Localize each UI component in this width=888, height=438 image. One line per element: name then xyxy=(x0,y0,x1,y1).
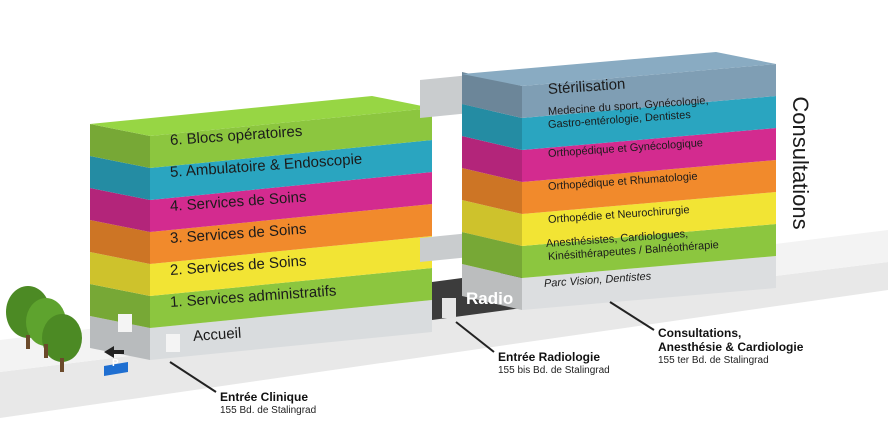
right-floor-2 xyxy=(522,192,776,246)
left-floor-4 xyxy=(150,172,432,232)
left-floor-1 xyxy=(150,268,432,328)
right-floor-3 xyxy=(522,160,776,214)
right-floor-side-3 xyxy=(462,168,522,214)
entry-radio-address: 155 bis Bd. de Stalingrad xyxy=(498,365,610,376)
parking-sign xyxy=(104,346,128,376)
left-floor-side-1 xyxy=(90,284,150,328)
parking-label: P xyxy=(112,358,119,369)
door-0 xyxy=(166,334,180,352)
right-floor-label-6: Stérilisation xyxy=(547,75,626,98)
left-floor-side-5 xyxy=(90,156,150,200)
entry-consult-title: Consultations, xyxy=(658,326,742,340)
right-roof xyxy=(462,52,776,86)
floor-label-accueil: Accueil xyxy=(192,324,242,345)
entry-clinique-address: 155 Bd. de Stalingrad xyxy=(220,405,317,416)
road xyxy=(0,262,888,418)
left-floor-side-3 xyxy=(90,220,150,264)
right-floor-side-2 xyxy=(462,200,522,246)
entry-radio-title: Entrée Radiologie xyxy=(498,350,601,364)
entry-consult-title2: Anesthésie & Cardiologie xyxy=(658,340,804,354)
left-floor-5 xyxy=(150,140,432,200)
right-floor-0 xyxy=(522,256,776,310)
left-floor-3 xyxy=(150,204,432,264)
right-building xyxy=(462,52,776,310)
door-1 xyxy=(118,314,132,332)
left-floor-side-4 xyxy=(90,188,150,232)
left-building xyxy=(90,96,432,360)
right-floor-5 xyxy=(522,96,776,150)
right-floor-side-5 xyxy=(462,104,522,150)
right-floor-6 xyxy=(522,64,776,118)
left-floor-side-2 xyxy=(90,252,150,296)
trees xyxy=(6,286,82,372)
right-floor-side-0 xyxy=(462,264,522,310)
left-roof xyxy=(90,96,432,136)
left-floor-0 xyxy=(150,300,432,360)
radio-door xyxy=(442,298,456,318)
left-floor-2 xyxy=(150,236,432,296)
radio-label: Radio xyxy=(466,289,514,308)
right-floor-side-1 xyxy=(462,232,522,278)
left-floor-6 xyxy=(150,108,432,168)
entry-clinique-title: Entrée Clinique xyxy=(220,390,309,404)
right-floor-side-4 xyxy=(462,136,522,182)
right-floor-4 xyxy=(522,128,776,182)
left-floor-side-6 xyxy=(90,124,150,168)
consultations-title: Consultations xyxy=(788,96,813,230)
entry-consult-address: 155 ter Bd. de Stalingrad xyxy=(658,355,769,366)
right-floor-1 xyxy=(522,224,776,278)
left-floor-side-0 xyxy=(90,316,150,360)
right-floor-side-6 xyxy=(462,72,522,118)
